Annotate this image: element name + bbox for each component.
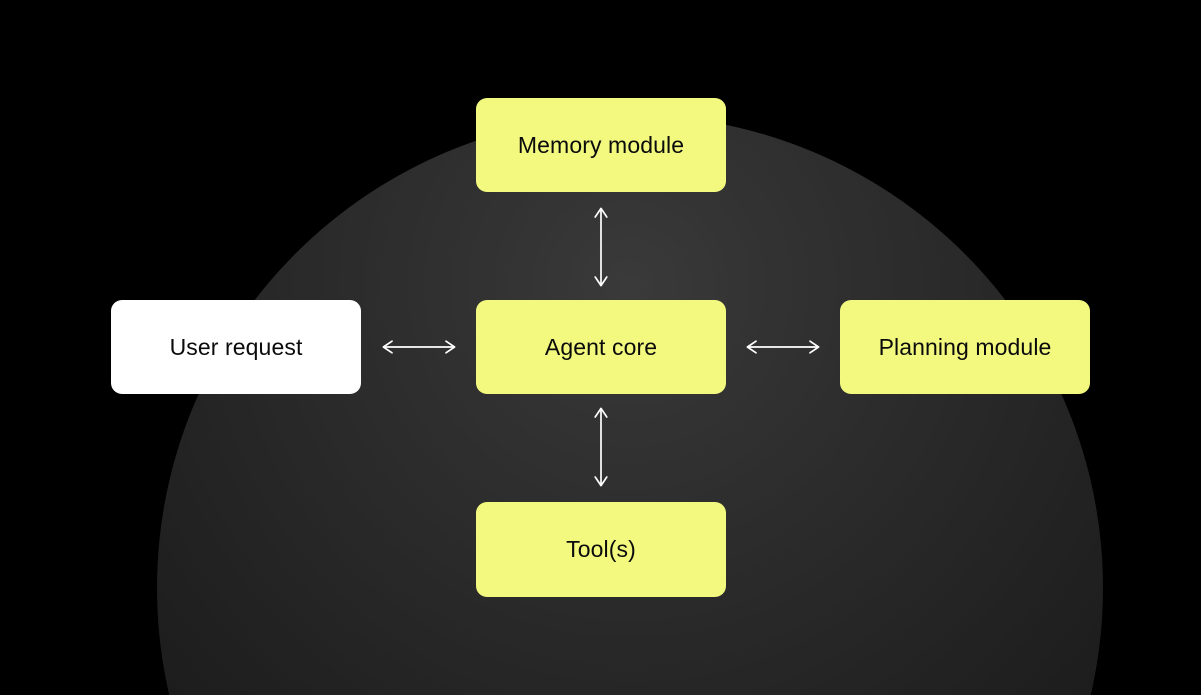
node-tools-label: Tool(s) (566, 536, 636, 562)
connector-agent-planning-double-arrow-icon (745, 338, 821, 356)
node-user-request[interactable]: User request (111, 300, 361, 394)
node-planning-module-label: Planning module (878, 333, 1052, 360)
node-agent-core[interactable]: Agent core (476, 300, 726, 394)
node-planning-module[interactable]: Planning module (840, 300, 1090, 394)
node-agent-core-label: Agent core (544, 333, 658, 360)
node-tools[interactable]: Tool(s) (476, 502, 726, 597)
node-user-request-label: User request (169, 333, 303, 360)
node-memory-module[interactable]: Memory module (476, 98, 726, 192)
connector-memory-agent-double-arrow-icon (592, 206, 610, 288)
connector-agent-tools-double-arrow-icon (592, 406, 610, 488)
connector-user-agent-double-arrow-icon (381, 338, 457, 356)
backdrop-circle-decoration (157, 115, 1103, 695)
node-memory-module-label: Memory module (517, 131, 685, 158)
